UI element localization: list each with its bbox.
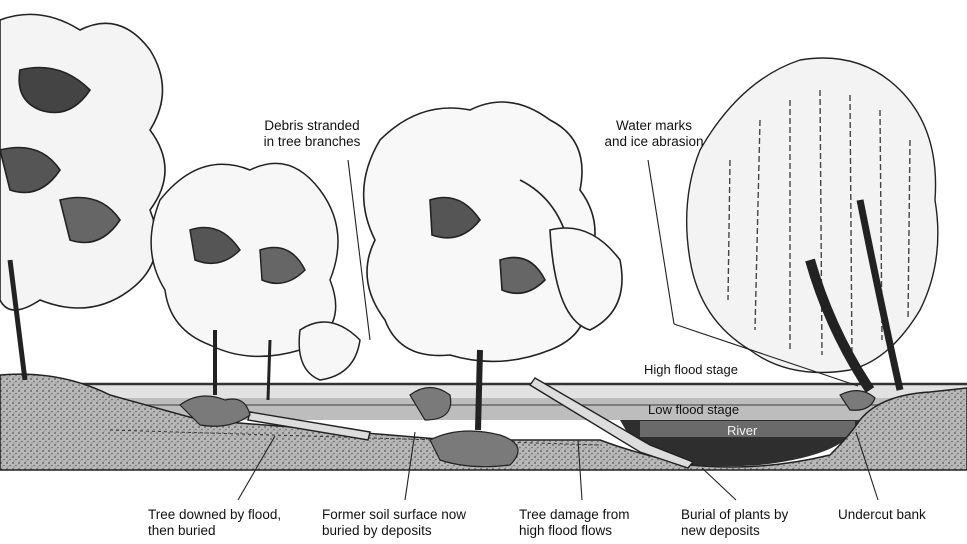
label-tree-downed: Tree downed by flood, then buried xyxy=(148,507,281,539)
label-former-soil: Former soil surface now buried by deposi… xyxy=(322,507,466,539)
label-water-marks: Water marks and ice abrasion xyxy=(588,118,720,150)
willow-tree xyxy=(687,58,938,390)
left-trees xyxy=(0,14,165,380)
leader-water-marks xyxy=(648,160,674,324)
label-high-flood-stage: High flood stage xyxy=(644,362,738,377)
leader-burial xyxy=(702,468,736,500)
center-tree xyxy=(364,102,622,430)
label-low-flood-stage: Low flood stage xyxy=(648,402,739,417)
label-river: River xyxy=(727,423,757,438)
mid-left-trees xyxy=(151,163,360,400)
label-undercut: Undercut bank xyxy=(838,507,926,523)
label-burial: Burial of plants by new deposits xyxy=(681,507,788,539)
label-debris: Debris stranded in tree branches xyxy=(238,118,386,150)
label-tree-damage: Tree damage from high flood flows xyxy=(519,507,630,539)
